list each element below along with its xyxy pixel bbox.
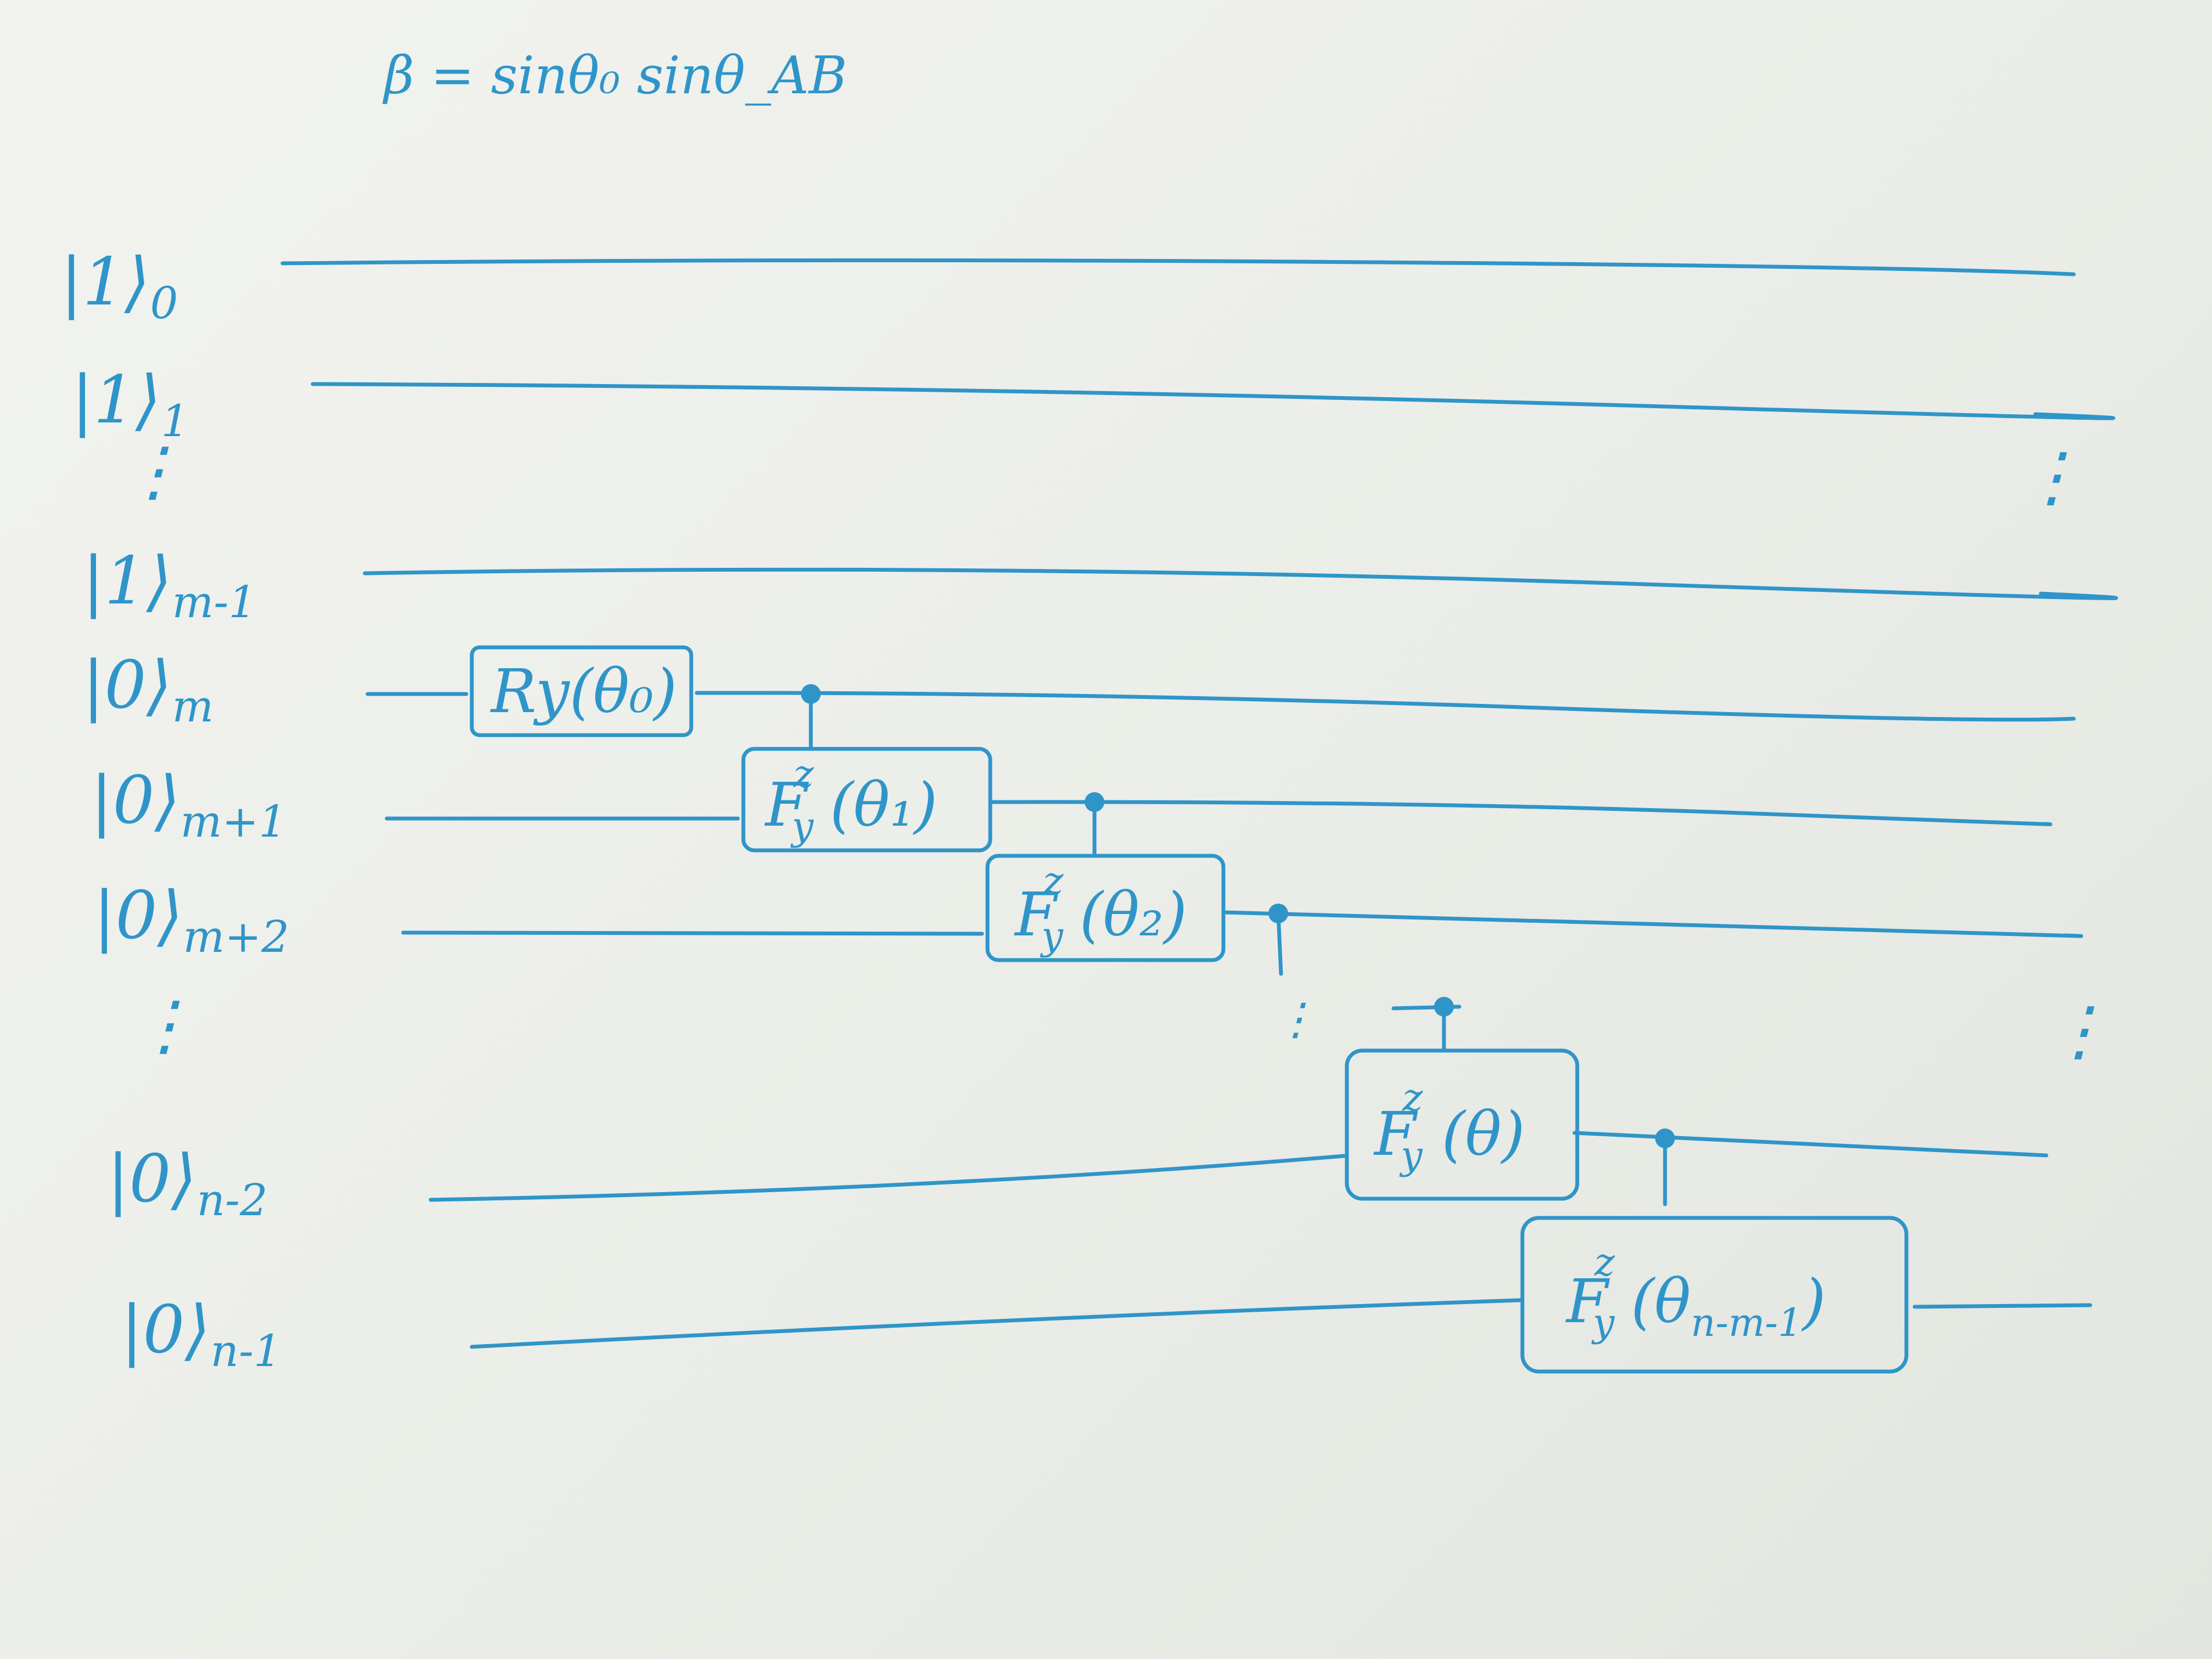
control-dot-4 [1434, 997, 1454, 1017]
control-dot-3 [1268, 904, 1288, 923]
ellipsis-lower-left: ⋮ [132, 988, 198, 1064]
ellipsis-lower-right: ⋮ [2046, 993, 2112, 1069]
gate-superscript: z [1042, 859, 1064, 904]
gate-subscript: y [1399, 1133, 1423, 1178]
qubit-label-m+1: |0⟩m+1 [91, 763, 286, 847]
svg-text:|1⟩0: |1⟩0 [60, 244, 178, 329]
svg-text:|1⟩1: |1⟩1 [71, 362, 189, 447]
svg-text:|0⟩m+2: |0⟩m+2 [93, 878, 289, 962]
control-dot-1 [801, 684, 821, 704]
gate-base: F [1014, 879, 1059, 950]
wire-q1 [311, 382, 2115, 420]
ket-subscript: m [172, 681, 214, 732]
ket-subscript: m+2 [183, 911, 290, 962]
wire-qn-1-b [1912, 1303, 2092, 1309]
qubit-label-m-1: |1⟩m-1 [82, 543, 256, 628]
wire-qm+2-b [1221, 910, 2084, 938]
wire-qn-2-b [1572, 1131, 2049, 1158]
ket-subscript: m+1 [180, 796, 287, 847]
ket: |0⟩ [93, 878, 183, 954]
gate-argument: (θ [1631, 1266, 1691, 1336]
ket: |1⟩ [82, 543, 172, 619]
ellipsis-upper-left: ⋮ [121, 433, 187, 510]
svg-text:|0⟩m+1: |0⟩m+1 [91, 763, 286, 847]
gate-subscript: y [1040, 913, 1064, 958]
ket-subscript: 0 [150, 278, 178, 329]
wire-qm-1 [363, 567, 2118, 600]
ket-subscript: n-2 [197, 1175, 268, 1226]
wire-qm-b [695, 691, 2076, 722]
ket: |0⟩ [121, 1292, 211, 1368]
control-dot-2 [1085, 792, 1104, 812]
ellipsis-upper-right: ⋮ [2019, 439, 2085, 515]
gate-argument-close: ) [1801, 1266, 1826, 1336]
ket: |0⟩ [91, 763, 180, 839]
qubit-label-m+2: |0⟩m+2 [93, 878, 289, 962]
gate-label: Ry(θ₀) [490, 656, 677, 726]
svg-text:Fzy(θ₂): Fzy (θ₂) [1014, 859, 1187, 958]
gate-superscript: z [1402, 1075, 1423, 1120]
wire-q0 [280, 258, 2076, 276]
gate-superscript: z [793, 752, 814, 797]
qubit-label-n-1: |0⟩n-1 [121, 1292, 281, 1376]
gate-subscript: y [1591, 1300, 1615, 1345]
gate-argument-subscript: n-m-1 [1691, 1300, 1802, 1345]
gate-superscript: z [1594, 1240, 1615, 1285]
svg-text:Fzy(θ₁): Fzy (θ₁) [764, 752, 938, 849]
gate-argument: (θ) [1442, 1099, 1525, 1169]
gate-ry-theta0: Ry(θ₀) [470, 645, 693, 737]
wire-qn-2-a [428, 1154, 1346, 1202]
ket: |1⟩ [71, 362, 161, 438]
qubit-label-n-2: |0⟩n-2 [107, 1141, 268, 1226]
wire-qm+1-b [988, 800, 2052, 827]
svg-text:|0⟩n-2: |0⟩n-2 [107, 1141, 268, 1226]
ellipsis-mid-control: ⋮ [1274, 994, 1318, 1045]
svg-text:Fzy(θn-m-1): Fzy (θn-m-1) [1565, 1240, 1826, 1345]
svg-text:|1⟩m-1: |1⟩m-1 [82, 543, 256, 628]
qubit-label-1: |1⟩1 [71, 362, 189, 447]
control-wire-3 [1276, 911, 1283, 976]
wire-qm+2-a [401, 930, 984, 936]
ket-subscript: n-1 [211, 1325, 281, 1376]
ket: |0⟩ [107, 1141, 197, 1217]
wire-qn-1-a [470, 1298, 1522, 1349]
svg-text:Fzy(θ): Fzy (θ) [1373, 1075, 1525, 1178]
ket: |0⟩ [82, 647, 172, 724]
qubit-label-m: |0⟩m [82, 647, 213, 732]
control-dot-5 [1655, 1128, 1675, 1148]
ket-subscript: m-1 [172, 577, 257, 628]
gate-argument: (θ₁) [830, 770, 938, 840]
gate-base: F [1565, 1266, 1610, 1336]
gate-argument: (θ₂) [1080, 879, 1187, 950]
qubit-label-0: |1⟩0 [60, 244, 178, 329]
ket: |1⟩ [60, 244, 150, 320]
ket-subscript: 1 [161, 396, 189, 447]
svg-text:|0⟩n-1: |0⟩n-1 [121, 1292, 281, 1376]
svg-text:|0⟩m: |0⟩m [82, 647, 213, 732]
formula-text: β = sinθ₀ sinθ_AB [382, 46, 847, 106]
gate-subscript: y [790, 804, 814, 849]
gate-base: F [1373, 1099, 1418, 1169]
gate-base: F [764, 770, 809, 840]
